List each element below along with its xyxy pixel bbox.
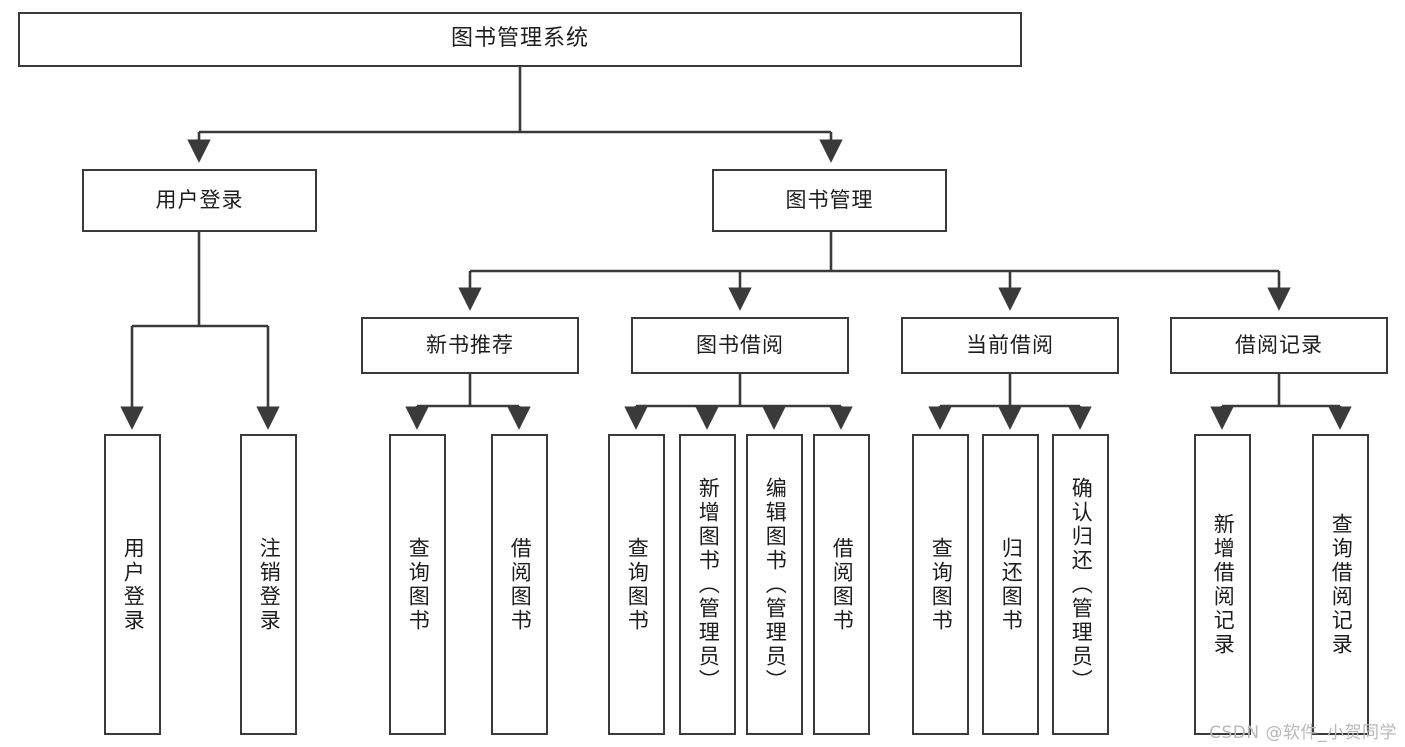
leaf-book-borrow-edit[interactable]: 编辑图书（管理员） bbox=[746, 434, 803, 735]
leaf-current-borrow-query[interactable]: 查询图书 bbox=[912, 434, 969, 735]
leaf-user-login-login[interactable]: 用户登录 bbox=[104, 434, 161, 735]
node-user-login[interactable]: 用户登录 bbox=[82, 169, 317, 232]
leaf-user-login-logout[interactable]: 注销登录 bbox=[240, 434, 297, 735]
leaf-text-wrap: 新增图书（管理员） bbox=[681, 436, 734, 733]
leaf-borrow-record-query[interactable]: 查询借阅记录 bbox=[1312, 434, 1369, 735]
node-new-book-recommend[interactable]: 新书推荐 bbox=[361, 317, 579, 374]
leaf-text-wrap: 新增借阅记录 bbox=[1196, 436, 1249, 733]
node-book-borrow[interactable]: 图书借阅 bbox=[631, 317, 849, 374]
node-root-system[interactable]: 图书管理系统 bbox=[18, 12, 1022, 67]
leaf-text-wrap: 查询借阅记录 bbox=[1314, 436, 1367, 733]
leaf-label: 查询借阅记录 bbox=[1329, 512, 1354, 657]
leaf-label: 归还图书 bbox=[999, 536, 1024, 633]
leaf-text-wrap: 注销登录 bbox=[242, 436, 295, 733]
watermark-text: CSDN @软件_小贺同学 bbox=[1209, 723, 1397, 743]
leaf-text-wrap: 借阅图书 bbox=[815, 436, 868, 733]
leaf-label: 查询图书 bbox=[625, 536, 650, 633]
leaf-current-borrow-confirm-return[interactable]: 确认归还（管理员） bbox=[1052, 434, 1109, 735]
leaf-text-wrap: 编辑图书（管理员） bbox=[748, 436, 801, 733]
leaf-label: 新增图书（管理员） bbox=[696, 476, 721, 693]
leaf-new-book-query[interactable]: 查询图书 bbox=[389, 434, 446, 735]
leaf-label: 借阅图书 bbox=[508, 536, 533, 633]
leaf-text-wrap: 查询图书 bbox=[610, 436, 663, 733]
leaf-text-wrap: 用户登录 bbox=[106, 436, 159, 733]
leaf-book-borrow-add[interactable]: 新增图书（管理员） bbox=[679, 434, 736, 735]
leaf-book-borrow-borrow[interactable]: 借阅图书 bbox=[813, 434, 870, 735]
leaf-label: 注销登录 bbox=[257, 536, 282, 633]
leaf-borrow-record-add[interactable]: 新增借阅记录 bbox=[1194, 434, 1251, 735]
node-current-borrow[interactable]: 当前借阅 bbox=[901, 317, 1119, 374]
leaf-text-wrap: 借阅图书 bbox=[493, 436, 546, 733]
leaf-label: 借阅图书 bbox=[830, 536, 855, 633]
leaf-label: 编辑图书（管理员） bbox=[763, 476, 788, 693]
leaf-text-wrap: 查询图书 bbox=[914, 436, 967, 733]
leaf-label: 新增借阅记录 bbox=[1211, 512, 1236, 657]
node-book-management[interactable]: 图书管理 bbox=[712, 169, 947, 232]
leaf-book-borrow-query[interactable]: 查询图书 bbox=[608, 434, 665, 735]
leaf-label: 用户登录 bbox=[121, 536, 146, 633]
leaf-label: 确认归还（管理员） bbox=[1069, 476, 1094, 693]
leaf-text-wrap: 查询图书 bbox=[391, 436, 444, 733]
leaf-label: 查询图书 bbox=[929, 536, 954, 633]
node-borrow-record[interactable]: 借阅记录 bbox=[1170, 317, 1388, 374]
leaf-current-borrow-return[interactable]: 归还图书 bbox=[982, 434, 1039, 735]
leaf-label: 查询图书 bbox=[406, 536, 431, 633]
leaf-text-wrap: 确认归还（管理员） bbox=[1054, 436, 1107, 733]
leaf-text-wrap: 归还图书 bbox=[984, 436, 1037, 733]
leaf-new-book-borrow[interactable]: 借阅图书 bbox=[491, 434, 548, 735]
